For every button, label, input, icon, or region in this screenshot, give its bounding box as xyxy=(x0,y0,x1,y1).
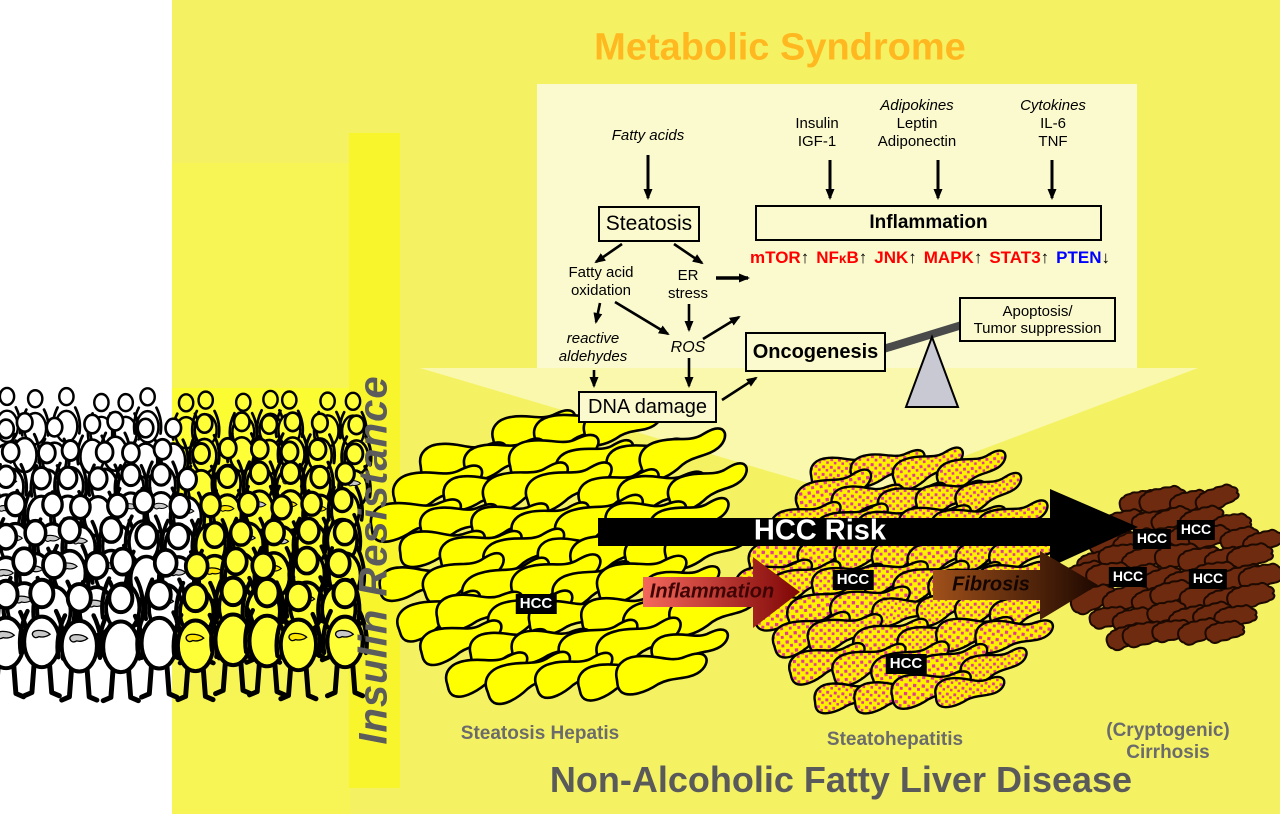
fatty-acids-label: Fatty acids xyxy=(611,127,685,144)
crowd-person xyxy=(135,579,184,700)
signal-mtor: mTOR↑ xyxy=(750,248,810,267)
er-stress-label: ER stress xyxy=(668,267,708,303)
fao-line2: oxidation xyxy=(570,282,632,299)
liver-shape xyxy=(614,652,708,696)
page-title: Metabolic Syndrome xyxy=(594,26,966,69)
signal-pten: PTEN↓ xyxy=(1056,248,1110,267)
liver-icon xyxy=(185,633,205,643)
liver-icon xyxy=(0,630,16,640)
fatty-acid-oxidation-label: Fatty acid oxidation xyxy=(568,264,633,300)
reactive-aldehydes-label: reactive aldehydes xyxy=(559,330,627,366)
hcc-tag: HCC xyxy=(1108,567,1148,587)
stage1-label: Steatosis Hepatis xyxy=(460,723,620,744)
hcc-tag: HCC xyxy=(515,594,557,614)
seesaw-fulcrum xyxy=(904,334,960,408)
crowd-person xyxy=(0,578,30,700)
apoptosis-line2: Tumor suppression xyxy=(973,319,1102,337)
tnf-line: TNF xyxy=(1038,133,1068,150)
flow-arrow xyxy=(593,302,603,324)
signal-nfκb: NFκB↑ xyxy=(816,248,868,267)
stage3-line2: Cirrhosis xyxy=(1126,742,1210,763)
cytokines-line: Cytokines xyxy=(1020,97,1086,114)
oncogenesis-box: Oncogenesis xyxy=(745,332,886,372)
ra-line1: reactive xyxy=(566,330,620,347)
hcc-risk-arrow xyxy=(598,489,1138,567)
dna-damage-box: DNA damage xyxy=(578,391,717,423)
leptin-line: Leptin xyxy=(896,115,938,132)
liver-icon xyxy=(69,633,89,643)
liver-shape xyxy=(934,675,1006,709)
liver-icon xyxy=(334,629,355,639)
crowd-person xyxy=(274,580,323,702)
crowd-person xyxy=(171,581,220,703)
hcc-tag: HCC xyxy=(1188,569,1228,589)
population-crowd xyxy=(0,386,373,704)
hcc-tag: HCC xyxy=(832,570,874,590)
signaling-row: mTOR↑ NFκB↑ JNK↑ MAPK↑ STAT3↑ PTEN↓ xyxy=(750,248,1110,268)
liver-icon xyxy=(0,568,15,577)
hcc-risk-label: HCC Risk xyxy=(753,514,887,547)
insulin-resistance-label: Insulin Resistance xyxy=(351,375,396,745)
crowd-person xyxy=(209,575,258,697)
inflammation-arrow-label: Inflammation xyxy=(649,580,775,603)
fao-line1: Fatty acid xyxy=(568,264,634,281)
hcc-tag: HCC xyxy=(885,654,927,674)
il6-line: IL-6 xyxy=(1040,115,1066,132)
liver-icon xyxy=(31,629,52,639)
ros-label: ROS xyxy=(670,339,706,356)
hcc-tag: HCC xyxy=(1132,529,1172,549)
apoptosis-line1: Apoptosis/ xyxy=(1002,302,1073,320)
steatosis-liver-cluster xyxy=(369,406,759,706)
liver-icon xyxy=(288,632,308,642)
stage2-label: Steatohepatitis xyxy=(826,729,964,750)
liver-shape xyxy=(534,651,614,700)
flow-arrow xyxy=(721,376,758,402)
adipokines-line: Adipokines xyxy=(880,97,954,114)
stage3-line1: (Cryptogenic) xyxy=(1106,720,1230,741)
igf1-line: IGF-1 xyxy=(797,133,837,150)
liver-icon xyxy=(153,502,169,510)
signal-stat3: STAT3↑ xyxy=(989,248,1050,267)
stage3-label: (Cryptogenic) Cirrhosis xyxy=(1106,720,1230,764)
er-line2: stress xyxy=(667,285,709,302)
inflammation-box: Inflammation xyxy=(755,205,1102,241)
liver-shape xyxy=(419,619,503,667)
adipokines-label: Adipokines Leptin Adiponectin xyxy=(878,97,956,151)
crowd-person xyxy=(321,577,369,699)
apoptosis-box: Apoptosis/ Tumor suppression xyxy=(959,297,1116,342)
fibrosis-arrow-label: Fibrosis xyxy=(952,573,1030,596)
signal-mapk: MAPK↑ xyxy=(923,248,983,267)
steatosis-box: Steatosis xyxy=(598,206,700,242)
hcc-tag: HCC xyxy=(1176,520,1216,540)
nafld-title: Non-Alcoholic Fatty Liver Disease xyxy=(549,759,1133,800)
fibrosis-arrow xyxy=(933,551,1098,620)
signal-jnk: JNK↑ xyxy=(874,248,917,267)
liver-shape xyxy=(1204,619,1246,644)
inflammation-arrow xyxy=(643,557,800,628)
seesaw-beam xyxy=(878,321,964,354)
adiponectin-line: Adiponectin xyxy=(877,133,957,150)
liver-icon xyxy=(219,505,235,512)
flow-arrow xyxy=(702,315,741,341)
cytokines-label: Cytokines IL-6 TNF xyxy=(1020,97,1086,151)
er-line1: ER xyxy=(677,267,699,284)
crowd-person xyxy=(55,582,104,703)
insulin-line: Insulin xyxy=(795,115,839,132)
flow-arrow xyxy=(614,300,670,336)
pathway-arrows xyxy=(589,155,1057,402)
flow-arrow xyxy=(673,242,704,265)
ra-line2: aldehydes xyxy=(558,348,628,365)
flow-arrow xyxy=(594,242,623,264)
insulin-igf1-label: Insulin IGF-1 xyxy=(795,115,838,151)
